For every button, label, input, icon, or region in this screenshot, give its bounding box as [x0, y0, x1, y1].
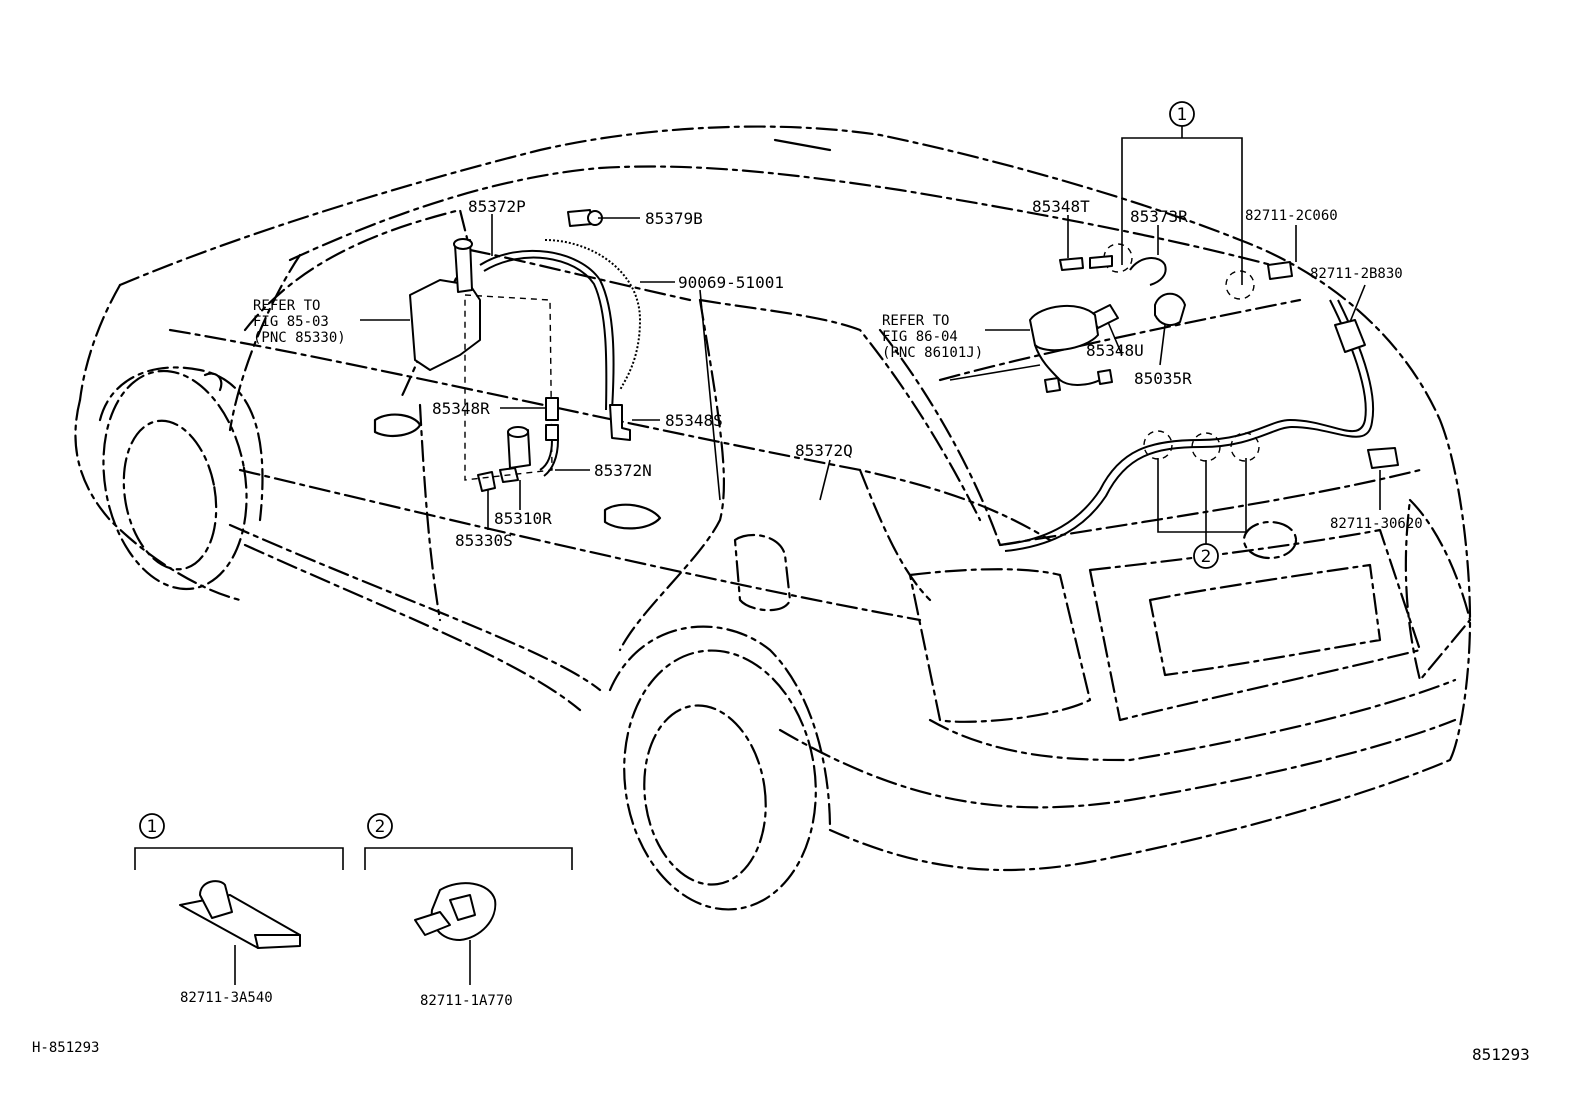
label-85348R: 85348R [432, 399, 490, 418]
refer-left-line2: FIG 85-03 [253, 314, 329, 330]
hose-85372P [479, 249, 615, 411]
label-85372Q: 85372Q [795, 441, 853, 460]
detail-inset-1: 1 82711-3A540 [134, 813, 344, 1006]
clip-82711-30620 [1367, 447, 1399, 469]
car-body-outline [74, 125, 1472, 911]
label-82711-30620: 82711-30620 [1330, 516, 1423, 532]
refer-note-right: REFER TO FIG 86-04 (PNC 86101J) [882, 313, 983, 361]
callout-1-top-number: 1 [1177, 105, 1188, 125]
clip-82711-2B830 [1334, 319, 1366, 353]
label-85373R: 85373R [1130, 207, 1188, 226]
clip-82711-2C060 [1267, 261, 1293, 280]
joint-85348S [609, 404, 631, 441]
label-90069-51001: 90069-51001 [678, 273, 784, 292]
part-labels: 85372P 85379B 90069-51001 85348T 85373R … [432, 197, 1423, 550]
label-85330S: 85330S [455, 531, 513, 550]
washer-motor-86101J [1029, 304, 1099, 352]
joint-85348T [1059, 257, 1084, 271]
washer-tank [409, 279, 481, 371]
rear-nozzle-assembly [1029, 255, 1399, 469]
nozzle-85035R [1154, 292, 1186, 327]
joint-85348R [545, 397, 559, 421]
label-85372N: 85372N [594, 461, 652, 480]
pump-grommet [477, 471, 496, 492]
label-85379B: 85379B [645, 209, 703, 228]
refer-right-line1: REFER TO [882, 313, 949, 329]
callout-2-rear-number: 2 [1201, 547, 1212, 567]
refer-note-left: REFER TO FIG 85-03 (PNC 85330) [253, 298, 346, 346]
label-82711-2C060: 82711-2C060 [1245, 208, 1338, 224]
leader-lines [360, 125, 1381, 544]
washer-tank-assembly [409, 238, 553, 492]
refer-right-line3: (PNC 86101J) [882, 345, 983, 361]
refer-left-line3: (PNC 85330) [253, 330, 346, 346]
label-85035R: 85035R [1134, 369, 1192, 388]
refer-right-line2: FIG 86-04 [882, 329, 958, 345]
label-85372P: 85372P [468, 197, 526, 216]
label-82711-1A770: 82711-1A770 [420, 993, 513, 1009]
callout-2-rear: 2 [1193, 543, 1219, 569]
washer-hoses [479, 209, 1374, 552]
label-85348T: 85348T [1032, 197, 1090, 216]
label-82711-3A540: 82711-3A540 [180, 990, 273, 1006]
inset-2-number: 2 [375, 817, 386, 837]
footer-right-code: 851293 [1472, 1045, 1530, 1064]
label-85310R: 85310R [494, 509, 552, 528]
label-85348S: 85348S [665, 411, 723, 430]
footer-left-code: H-851293 [32, 1040, 99, 1056]
label-85348U: 85348U [1086, 341, 1144, 360]
inset-1-number: 1 [147, 817, 158, 837]
label-82711-2B830: 82711-2B830 [1310, 266, 1403, 282]
callout-1-top: 1 [1169, 101, 1195, 127]
detail-inset-2: 2 82711-1A770 [364, 813, 573, 1009]
hose-protector [544, 239, 642, 391]
refer-left-line1: REFER TO [253, 298, 320, 314]
